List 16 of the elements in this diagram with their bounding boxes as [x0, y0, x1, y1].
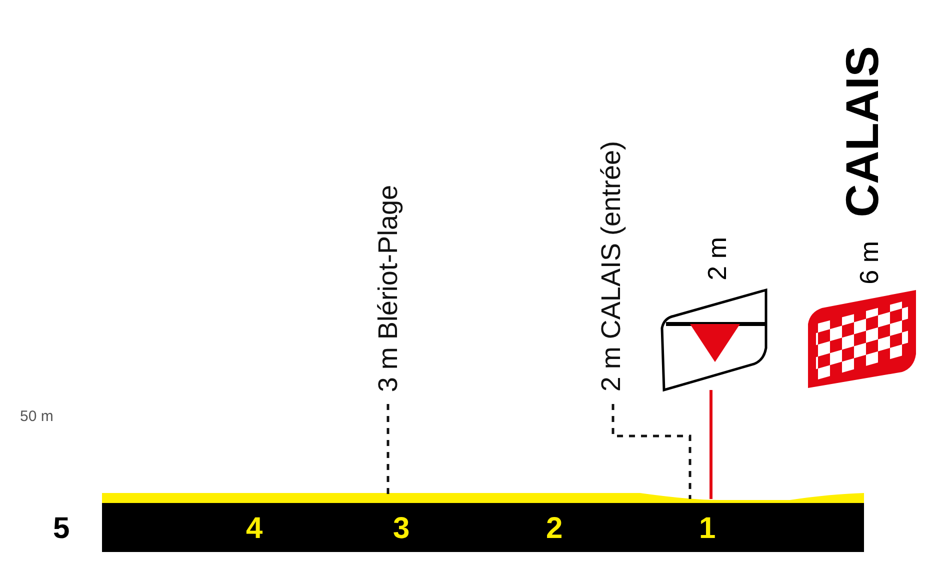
km-marker: 1: [699, 514, 716, 544]
altitude-label: 2 m: [704, 236, 730, 280]
place-label: 3 m Blériot-Plage: [375, 184, 402, 392]
stage-profile: [102, 493, 864, 552]
km-marker: 2: [546, 514, 563, 544]
leader-line: [710, 390, 712, 499]
leader-line: [386, 404, 390, 494]
altitude-label: 6 m: [856, 240, 882, 284]
place-label: 2 m CALAIS (entrée): [598, 141, 625, 392]
km-marker: 3: [393, 514, 410, 544]
altitude-scale-label: 50 m: [20, 407, 54, 427]
km-marker: 5: [53, 514, 70, 544]
km-marker: 4: [246, 514, 263, 544]
last-km-flag-icon: [660, 288, 770, 392]
finish-town-label: CALAIS: [839, 46, 885, 217]
leader-line: [612, 404, 692, 499]
